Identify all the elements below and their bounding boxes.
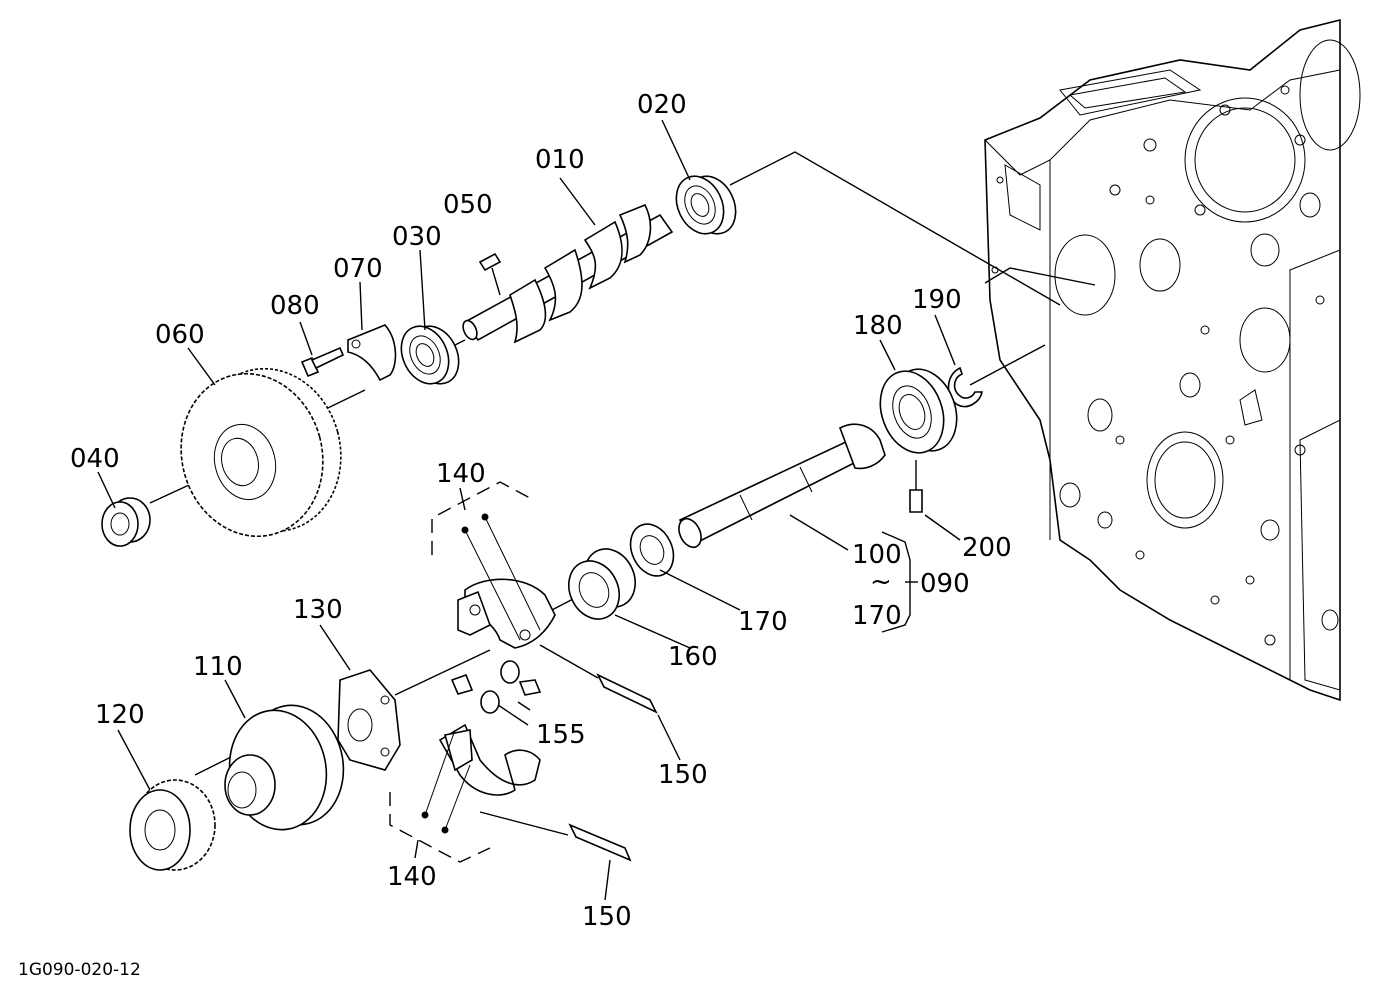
label-155: 155	[536, 720, 586, 750]
label-180: 180	[853, 311, 903, 341]
label-060: 060	[155, 320, 205, 350]
drawing-reference-code: 1G090-020-12	[18, 960, 141, 980]
label-190: 190	[912, 285, 962, 315]
part-080-bolt	[300, 346, 345, 378]
bracket-090	[881, 531, 918, 633]
label-150-upper: 150	[658, 760, 708, 790]
part-180-bearing	[879, 368, 958, 454]
part-070-retainer	[347, 324, 397, 382]
part-155-bushings	[450, 660, 542, 726]
label-160: 160	[668, 642, 718, 672]
label-170-range: 170	[852, 601, 902, 631]
label-070: 070	[333, 254, 383, 284]
part-050-key	[478, 252, 502, 296]
part-040-nut	[101, 497, 151, 547]
part-160-sleeve	[568, 548, 636, 620]
part-110-hub	[224, 704, 345, 831]
label-120: 120	[95, 700, 145, 730]
label-130: 130	[293, 595, 343, 625]
label-050: 050	[443, 190, 493, 220]
part-140-upper-weight	[457, 513, 556, 649]
label-200: 200	[962, 533, 1012, 563]
label-040: 040	[70, 444, 120, 474]
engine-block	[984, 18, 1361, 702]
label-030: 030	[392, 222, 442, 252]
part-150-pins	[568, 673, 658, 862]
part-020-bearing	[675, 175, 737, 235]
label-170: 170	[738, 607, 788, 637]
label-140-top: 140	[436, 459, 486, 489]
part-010-camshaft	[462, 203, 674, 344]
part-060-gear	[180, 367, 342, 538]
part-120-gear	[129, 779, 216, 871]
part-100-shaft	[678, 423, 886, 549]
label-140-bottom: 140	[387, 862, 437, 892]
label-tilde: ~	[870, 567, 892, 597]
part-130-plate	[337, 669, 401, 771]
part-200-plug	[909, 460, 923, 513]
part-030-bearing	[400, 325, 460, 385]
label-110: 110	[193, 652, 243, 682]
label-090: 090	[920, 569, 970, 599]
label-020: 020	[637, 90, 687, 120]
label-100: 100	[852, 540, 902, 570]
part-labels: 020 010 050 030 070 080 060 040 190 180 …	[18, 90, 1012, 980]
label-080: 080	[270, 291, 320, 321]
label-150-lower: 150	[582, 902, 632, 932]
leader-lines	[97, 119, 961, 901]
part-140-lower-weight	[421, 723, 541, 834]
part-170-washer	[629, 523, 675, 577]
label-010: 010	[535, 145, 585, 175]
bracket-140	[389, 481, 531, 863]
